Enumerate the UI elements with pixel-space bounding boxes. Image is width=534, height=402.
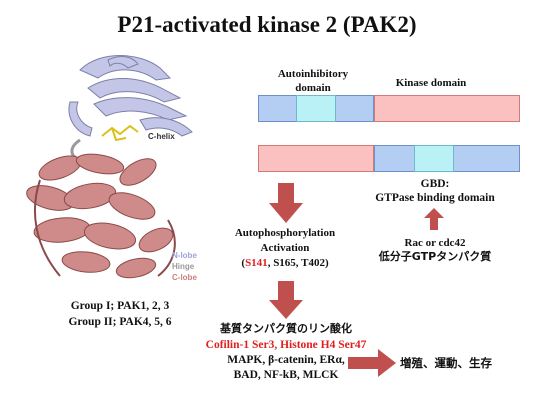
substrates-heading: 基質タンパク質のリン酸化 <box>220 322 352 335</box>
autoinhibitory-domain-label: Autoinhibitory domain <box>258 67 368 95</box>
n-lobe-label: N-lobe <box>172 251 197 260</box>
bar1-autoinhibitory-segment <box>296 95 336 122</box>
up-arrow-icon <box>424 208 444 230</box>
bar1-kinase-segment <box>374 95 520 122</box>
c-lobe-helices <box>26 153 174 279</box>
domain-bar-active <box>258 145 520 172</box>
substrates-block: 基質タンパク質のリン酸化 Cofilin-1 Ser3, Histone H4 … <box>168 321 404 383</box>
down-arrow-icon-1 <box>269 183 303 223</box>
right-arrow-icon <box>348 349 396 377</box>
n-lobe-ribbons <box>68 55 193 137</box>
protein-structure-illustration <box>26 55 193 279</box>
domain-bar-inactive <box>258 95 520 122</box>
phosphosites-rest: , S165, T402) <box>267 257 329 269</box>
page-title: P21-activated kinase 2 (PAK2) <box>117 12 417 37</box>
c-lobe-loop-2 <box>157 219 176 277</box>
activation-label: Activation <box>260 242 310 254</box>
hinge-label: Hinge <box>172 262 195 271</box>
substrates-highlight: Cofilin-1 Ser3, Histone H4 Ser47 <box>205 339 367 351</box>
autoinhibitory-label-line2: domain <box>295 82 331 94</box>
autophosphorylation-block: Autophosphorylation Activation (S141, S1… <box>215 226 355 271</box>
c-lobe-loop <box>34 179 61 277</box>
group-1-text: Group I; PAK1, 2, 3 <box>70 300 170 312</box>
autophosphorylation-label: Autophosphorylation <box>234 227 336 239</box>
substrates-line-3: BAD, NF-kB, MLCK <box>233 369 339 381</box>
kinase-domain-label: Kinase domain <box>395 77 467 89</box>
c-lobe-label: C-lobe <box>172 273 197 282</box>
gbd-label-line1: GBD: <box>420 178 450 190</box>
substrates-line-2: MAPK, β-catenin, ERα, <box>227 354 345 366</box>
rac-label-line2: 低分子GTPタンパク質 <box>378 250 492 263</box>
c-helix-label: C-helix <box>148 132 175 141</box>
down-arrow-icon-2 <box>269 281 303 319</box>
outcome-label: 増殖、運動、生存 <box>400 356 492 370</box>
gbd-label-line2: GTPase binding domain <box>375 192 495 204</box>
phosphosite-s141: S141 <box>245 257 268 269</box>
phosphosites-line: (S141, S165, T402) <box>215 256 355 271</box>
group-list: Group I; PAK1, 2, 3 Group II; PAK4, 5, 6 <box>20 298 220 330</box>
group-2-text: Group II; PAK4, 5, 6 <box>68 316 172 328</box>
ligand-molecule <box>101 124 139 142</box>
bar2-gbd-segment <box>414 145 454 172</box>
bar2-kinase-segment <box>258 145 374 172</box>
autoinhibitory-label-line1: Autoinhibitory <box>277 68 349 80</box>
rac-label: Rac or cdc42 低分子GTPタンパク質 <box>365 236 505 264</box>
phosphosites-open-paren: ( <box>241 257 246 269</box>
rac-label-line1: Rac or cdc42 <box>404 237 466 249</box>
gbd-label: GBD: GTPase binding domain <box>350 177 520 205</box>
